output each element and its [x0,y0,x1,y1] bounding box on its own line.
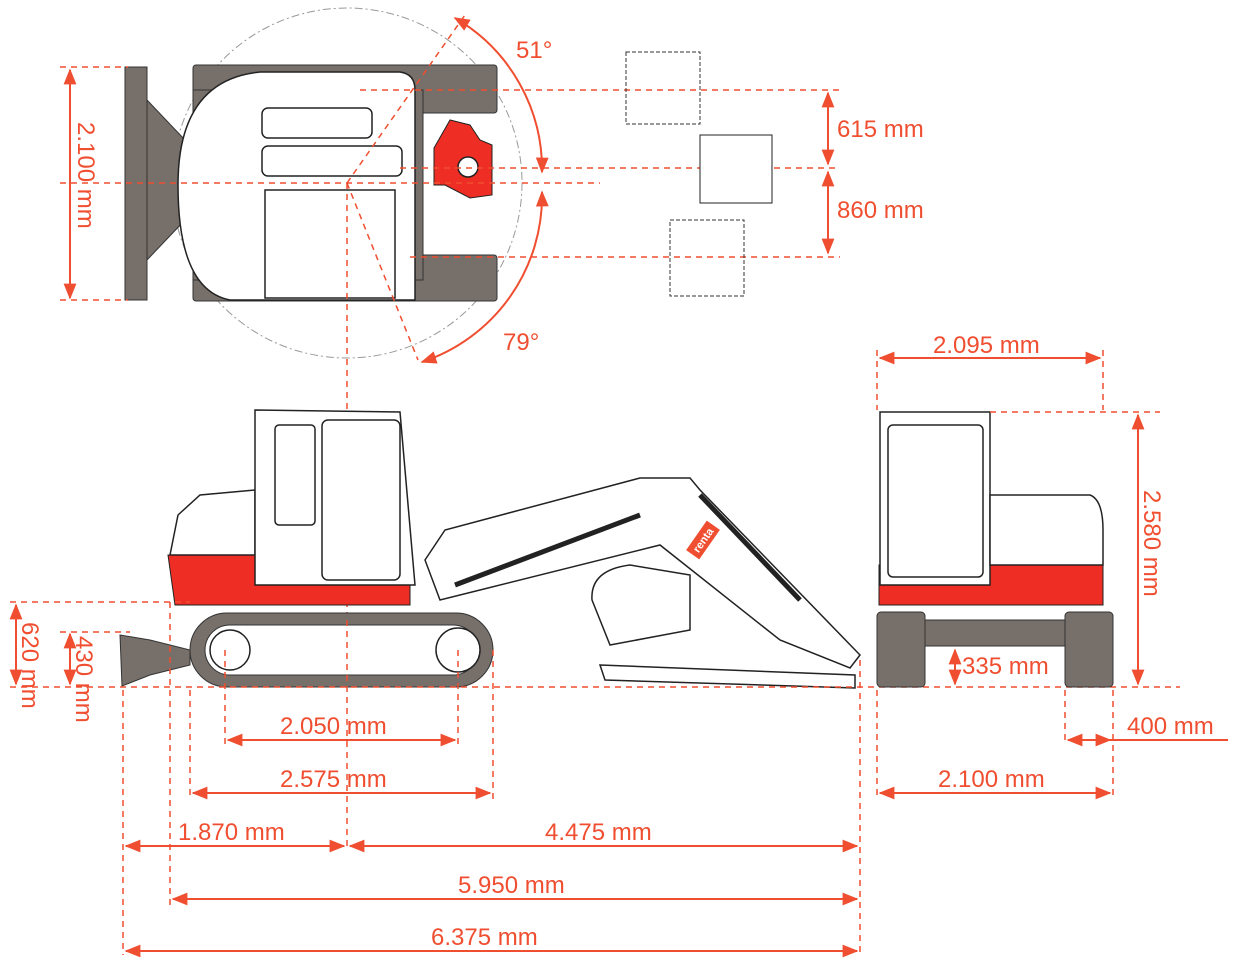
swing-right-label: 79° [503,329,539,356]
engine-grille [261,107,373,139]
engine-grille [261,145,403,177]
blade-height-label: 620 mm [16,622,43,709]
swing-left-arc [453,17,549,174]
swing-right-arc [420,190,549,364]
bucket-offset-left [625,51,701,125]
offset-right-label: 860 mm [837,197,924,224]
cab-door [321,419,401,581]
front-view: 2.095 mm 2.580 mm 335 mm 400 mm 2.100 mm [876,332,1228,800]
track-width-label: 2.100 mm [938,766,1045,793]
overall-length-label: 6.375 mm [431,924,538,951]
center-to-boom-label: 4.475 mm [545,819,652,846]
undercarriage-front [924,619,1066,647]
swing-left-label: 51° [516,37,552,64]
cab-width-label: 2.095 mm [933,332,1040,359]
cab-roof [264,189,396,299]
bucket-center [699,134,773,204]
boom-cylinder [454,512,641,588]
dozer-blade-side [119,634,191,687]
side-view: renta 620 mm 430 mm 2.050 mm 2.575 mm 1.… [9,409,1180,958]
bucket-linkage [598,664,856,689]
bucket-offset-right [669,219,745,297]
height-label: 2.580 mm [1138,490,1165,597]
bucket-side [591,564,691,646]
left-track-front [876,611,926,688]
cab-windshield [887,424,984,578]
top-width-label: 2.100 mm [72,122,99,229]
blade-lift-label: 430 mm [70,636,97,723]
track-to-boom-label: 5.950 mm [458,872,565,899]
cab-window [274,424,316,526]
arm-cylinder [698,493,802,602]
boom-arm [424,477,861,669]
ground-clearance-label: 335 mm [962,653,1049,680]
track-length-label: 2.575 mm [280,766,387,793]
offset-left-label: 615 mm [837,116,924,143]
idler [209,629,251,671]
shoe-width-label: 400 mm [1127,713,1214,740]
top-view: 51° 79° 2.100 mm 615 mm 860 mm [60,7,924,620]
tumbler-distance-label: 2.050 mm [280,713,387,740]
engine-cover-front [989,494,1104,566]
engine-cover-side [169,489,256,556]
right-track-front [1064,611,1114,688]
blade-to-center-label: 1.870 mm [178,819,285,846]
